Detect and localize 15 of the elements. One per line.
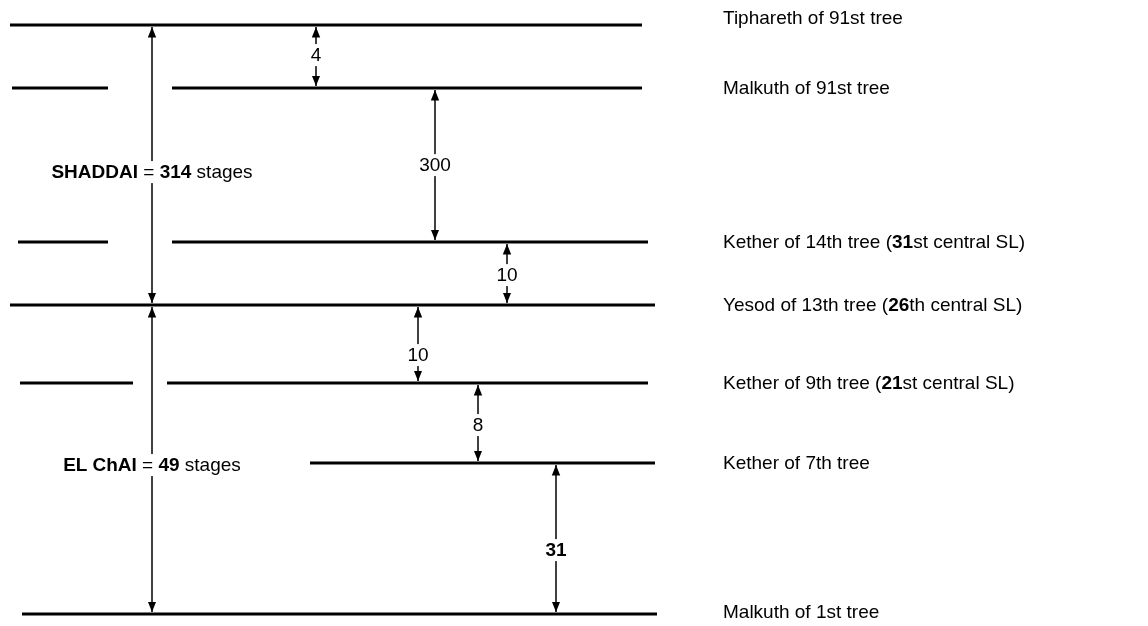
- dimension-value: 8: [470, 414, 486, 436]
- dimension-value: 10: [494, 264, 520, 286]
- level-label: Kether of 9th tree (21st central SL): [723, 372, 1015, 394]
- dimension-value: 4: [308, 44, 324, 66]
- level-label: Malkuth of 1st tree: [723, 601, 880, 623]
- dimension-value: 31: [543, 539, 569, 561]
- span-label: EL ChAI = 49 stages: [61, 454, 243, 476]
- level-label: Malkuth of 91st tree: [723, 77, 890, 99]
- level-label: Tiphareth of 91st tree: [723, 7, 903, 29]
- span-label: SHADDAI = 314 stages: [49, 161, 255, 183]
- level-label: Kether of 7th tree: [723, 452, 870, 474]
- dimension-value: 300: [417, 154, 453, 176]
- level-label: Kether of 14th tree (31st central SL): [723, 231, 1026, 253]
- level-label: Yesod of 13th tree (26th central SL): [723, 294, 1023, 316]
- dimension-value: 10: [405, 344, 431, 366]
